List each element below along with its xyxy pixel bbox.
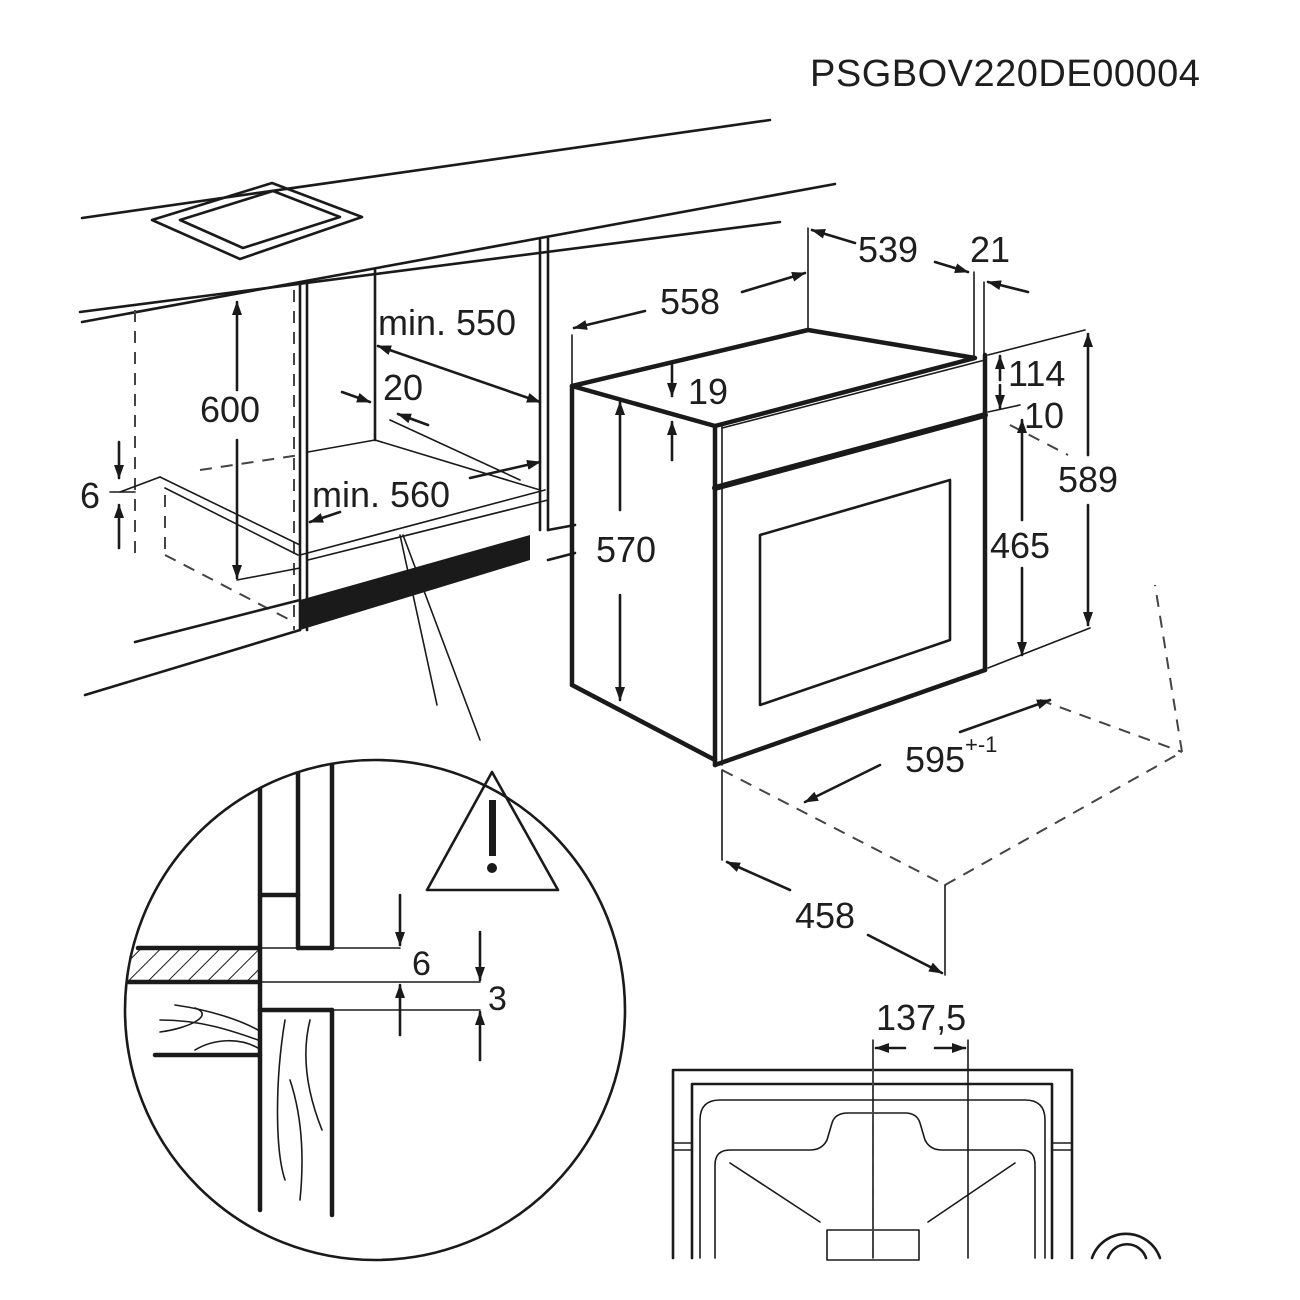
cabinet-drawing: 600 min. 550 20 min. 560 6 xyxy=(78,118,837,741)
dim-600: 600 xyxy=(200,389,260,430)
dim-min-550: min. 550 xyxy=(378,302,516,343)
dim-20: 20 xyxy=(383,367,423,408)
dim-570: 570 xyxy=(596,529,656,570)
hob-cutout xyxy=(150,181,364,261)
dim-595-tolerance: +-1 xyxy=(965,732,997,757)
dim-589: 589 xyxy=(1058,459,1118,500)
detail-dim-3: 3 xyxy=(488,980,507,1018)
dim-595: 595 xyxy=(905,739,965,780)
dim-539: 539 xyxy=(858,229,918,270)
dim-558: 558 xyxy=(660,281,720,322)
front-view-drawing: 137,5 xyxy=(671,997,1162,1261)
ventilation-gap xyxy=(300,535,530,630)
dim-19: 19 xyxy=(688,371,728,412)
detail-dim-6: 6 xyxy=(412,945,431,983)
dim-min-560: min. 560 xyxy=(312,474,450,515)
dim-458: 458 xyxy=(795,895,855,936)
document-code: PSGBOV220DE00004 xyxy=(810,53,1200,95)
dim-137-5: 137,5 xyxy=(876,997,966,1038)
warning-icon xyxy=(425,770,560,892)
oven-drawing: 558 539 21 19 570 114 10 465 xyxy=(569,227,1183,976)
dim-6-shelf: 6 xyxy=(80,475,100,516)
detail-circle: 6 3 xyxy=(123,758,627,1262)
dim-114: 114 xyxy=(1008,353,1065,394)
dim-10: 10 xyxy=(1024,395,1064,436)
dim-21: 21 xyxy=(970,229,1010,270)
dim-465: 465 xyxy=(990,525,1050,566)
